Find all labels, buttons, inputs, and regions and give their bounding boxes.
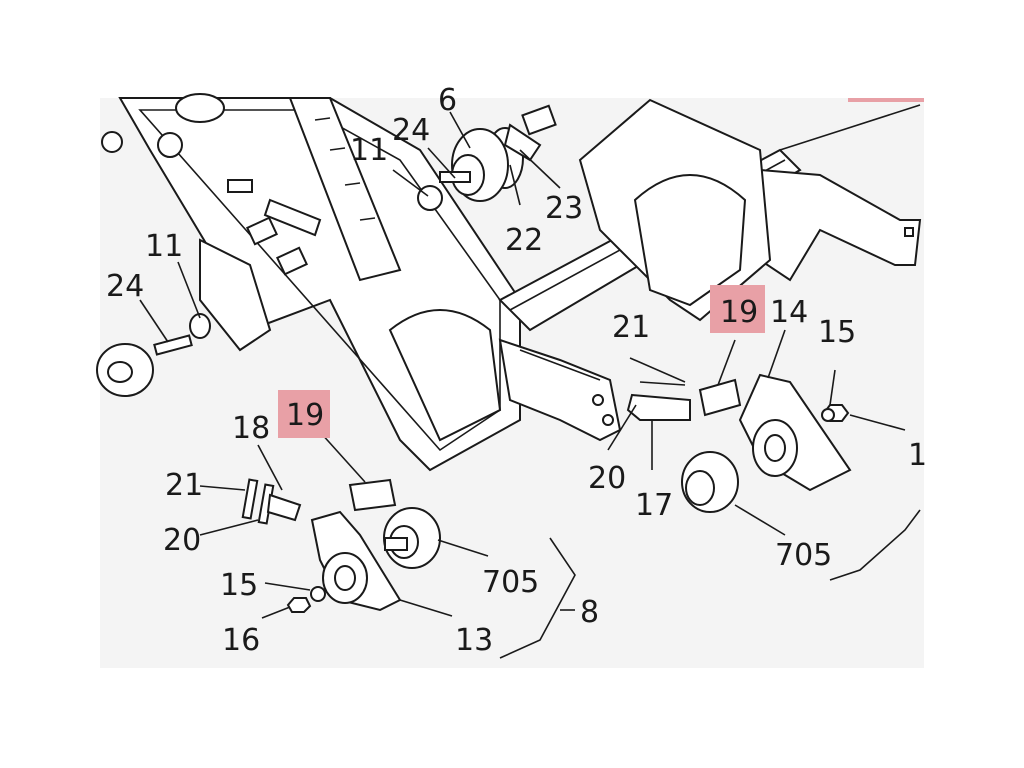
lower-right-bearing-assembly [626,373,852,513]
callout-13: 13 [455,623,493,658]
callout-19-highlight-right [710,285,765,333]
callout-24-left: 24 [106,269,144,304]
callout-20-left: 20 [163,523,201,558]
callout-15-right: 15 [818,315,856,350]
callout-23: 23 [545,191,583,226]
callout-16: 16 [222,623,260,658]
callout-19-left: 19 [286,398,324,433]
callout-19-highlight-left [278,390,330,438]
callout-21-left: 21 [165,468,203,503]
callout-labels: 11 24 6 23 22 11 24 21 19 14 15 1 20 17 … [106,83,927,658]
callout-705-left: 705 [482,565,539,600]
callout-20-right: 20 [588,461,626,496]
callout-11-left: 11 [145,229,183,264]
callout-6: 6 [438,83,457,118]
callout-15-left: 15 [220,568,258,603]
leader-lines [139,111,921,659]
callout-19-right: 19 [720,295,758,330]
callout-18: 18 [232,411,270,446]
lower-left-bearing-assembly [241,478,441,613]
callout-14: 14 [770,295,808,330]
left-pulley [96,131,272,397]
right-housing [498,98,772,442]
callout-22: 22 [505,223,543,258]
callout-1: 1 [908,438,927,473]
callout-24: 24 [392,113,430,148]
callout-11: 11 [350,133,388,168]
top-right-highlight-strip [848,98,924,102]
callout-17: 17 [635,488,673,523]
callout-8: 8 [580,595,599,630]
callout-705-right: 705 [775,538,832,573]
callout-21-right: 21 [612,310,650,345]
